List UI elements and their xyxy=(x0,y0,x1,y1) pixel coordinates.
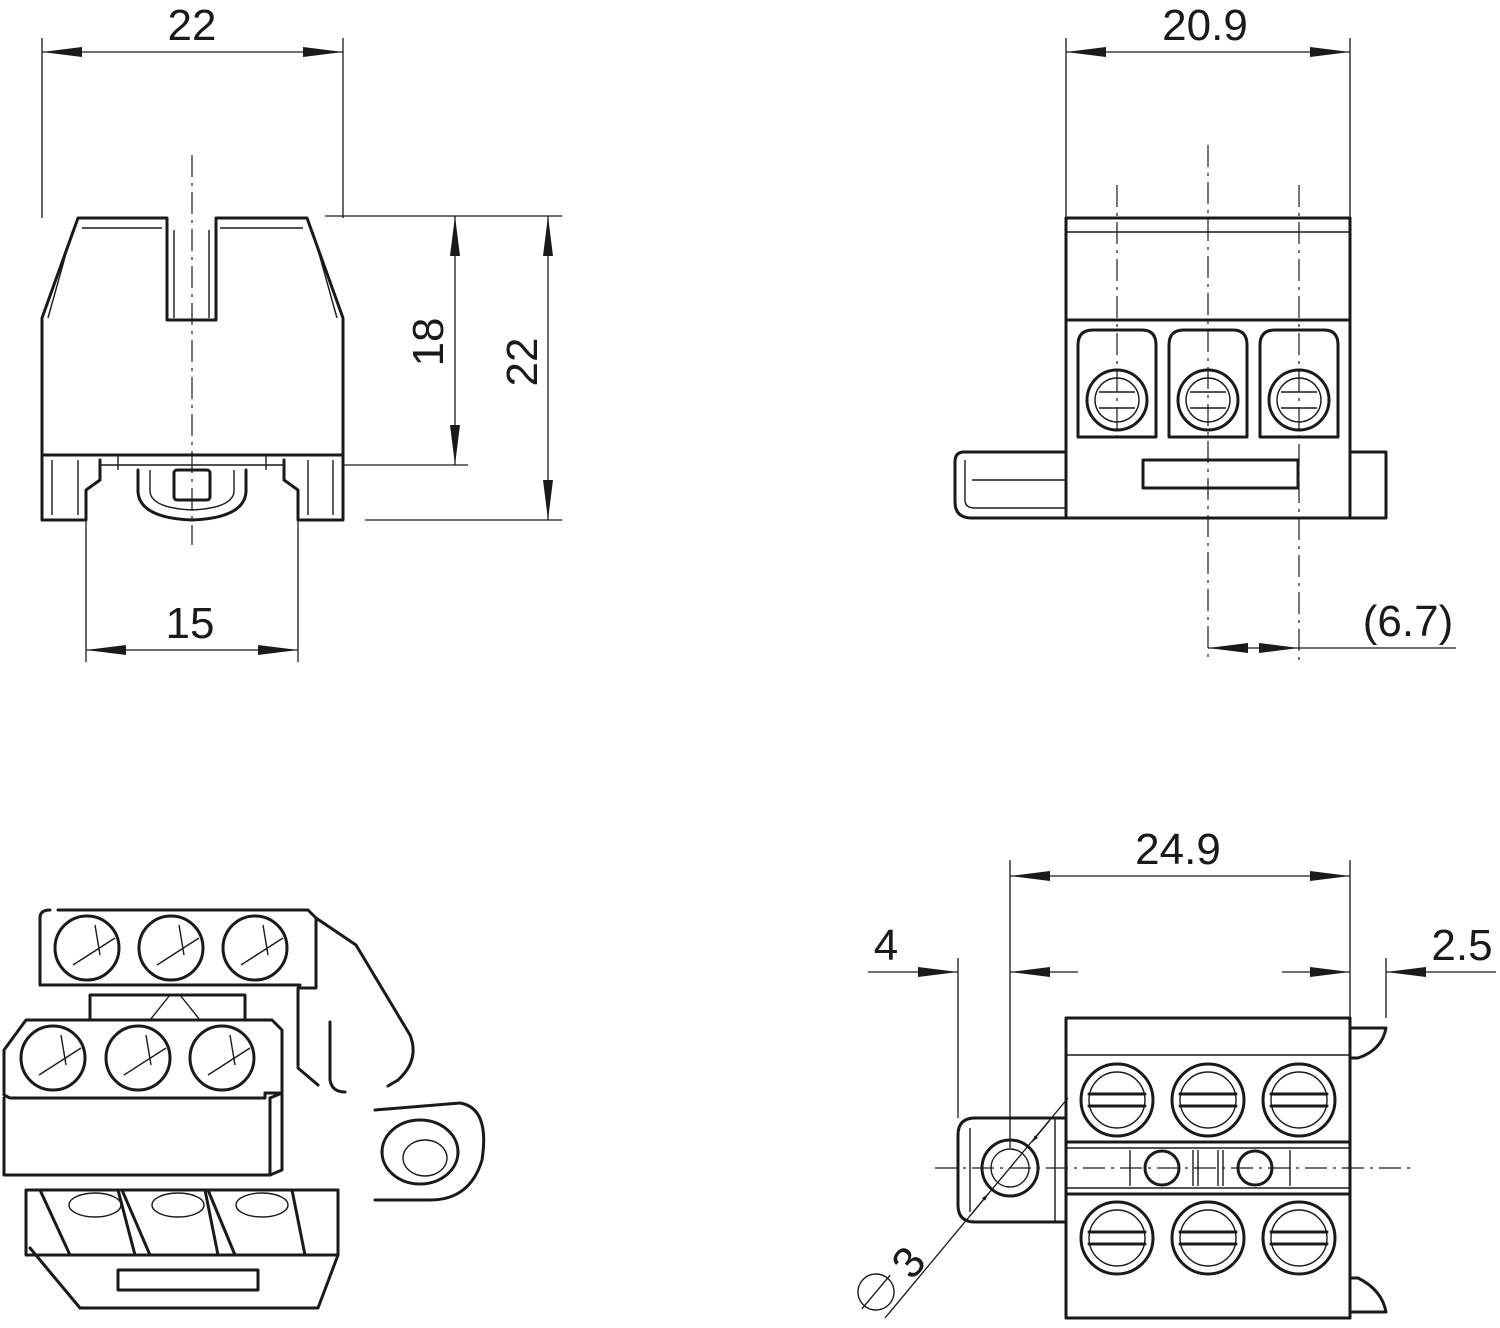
front-right-foot xyxy=(282,453,345,522)
dim-top-lug-label: 4 xyxy=(874,921,898,970)
iso-back-windows xyxy=(88,993,247,1022)
top-lug-hole-inner xyxy=(990,1148,1030,1188)
diameter-icon xyxy=(857,1273,895,1311)
iso-lug xyxy=(373,1101,486,1202)
iso-back-screws xyxy=(53,914,289,982)
iso-back-side xyxy=(314,916,415,1088)
side-left-lug-detail xyxy=(964,460,1066,509)
iso-lug-hole xyxy=(380,1118,460,1186)
top-screws-lower xyxy=(1079,1200,1337,1276)
iso-back-window-div xyxy=(149,994,201,1021)
dim-top-length-ext xyxy=(1009,860,1351,1148)
top-screws-upper xyxy=(1079,1062,1337,1138)
dim-front-width-ext xyxy=(41,38,344,218)
iso-back-row xyxy=(56,908,320,1087)
front-foot-detail xyxy=(51,460,334,515)
dim-side-width-ext xyxy=(1065,38,1351,218)
iso-back-row-front xyxy=(38,908,302,987)
side-left-lug xyxy=(953,450,1068,520)
iso-front-top xyxy=(2,1018,284,1100)
side-view: 20.9 (6.7) xyxy=(953,1,1456,660)
dim-front-width-label: 22 xyxy=(168,1,217,50)
front-slot-inner xyxy=(173,230,210,318)
iso-back-lower xyxy=(328,1020,347,1094)
iso-label-slot xyxy=(116,1268,260,1292)
top-body-bands xyxy=(1066,1054,1350,1189)
iso-front-screws xyxy=(19,1024,256,1092)
side-label-slot xyxy=(1141,458,1300,490)
dim-front-15-ext xyxy=(85,520,299,662)
top-mid-bar xyxy=(1064,1140,1352,1196)
iso-front-windows xyxy=(38,1188,307,1257)
top-lug xyxy=(956,1116,1068,1224)
dim-top-hole-arrow-a xyxy=(1031,1119,1051,1143)
iso-front-face xyxy=(2,1096,272,1177)
dim-front-18-label: 18 xyxy=(404,318,453,367)
dim-front-15-label: 15 xyxy=(166,599,215,648)
iso-front-side-edge xyxy=(268,1091,284,1177)
top-right-tab-upper xyxy=(1348,1026,1388,1060)
dim-top-hole-arrow-b xyxy=(969,1193,989,1217)
top-lug-detail xyxy=(969,1118,1056,1222)
dim-top-overhang-label: 2.5 xyxy=(1431,921,1492,970)
iso-base xyxy=(24,1188,340,1257)
iso-lug-hole-inner xyxy=(402,1139,448,1177)
front-clip xyxy=(136,468,248,522)
top-view: 24.9 4 2.5 3 xyxy=(857,825,1496,1320)
dim-top-length-label: 24.9 xyxy=(1135,825,1221,874)
front-chamfer xyxy=(47,231,338,319)
iso-view xyxy=(2,908,486,1310)
top-right-tab-lower xyxy=(1348,1276,1388,1314)
dim-side-pitch-label: (6.7) xyxy=(1363,597,1453,646)
side-right-lug xyxy=(1348,450,1388,520)
dim-side-width-label: 20.9 xyxy=(1162,1,1248,50)
dim-front-18-ext xyxy=(325,215,468,466)
iso-bottom xyxy=(28,1188,340,1310)
front-view: 22 18 22 15 xyxy=(40,1,562,662)
dim-front-22-label: 22 xyxy=(498,338,547,387)
front-left-foot xyxy=(40,453,102,522)
